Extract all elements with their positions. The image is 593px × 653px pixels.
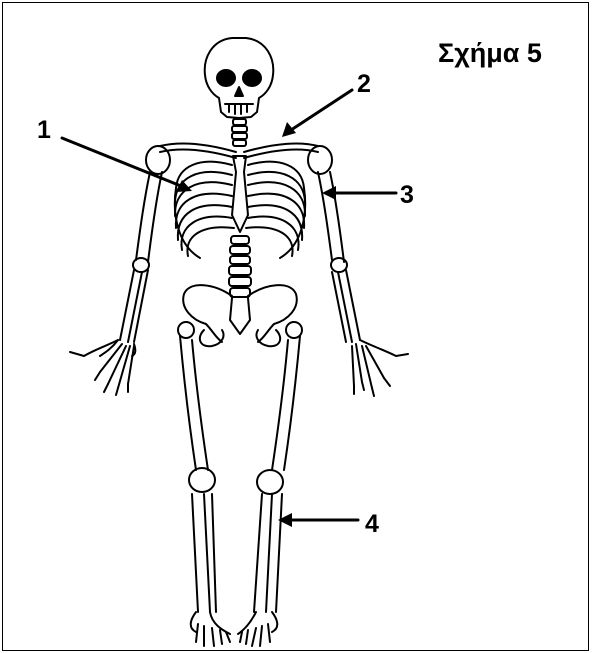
- sternum: [232, 156, 248, 232]
- label-3: 3: [400, 183, 414, 208]
- right-leg: [238, 336, 300, 646]
- right-arm: [318, 172, 408, 396]
- arrow-3-head: [322, 186, 336, 200]
- skull: [205, 38, 274, 118]
- left-leg: [180, 336, 230, 646]
- pelvis: [178, 285, 302, 346]
- label-1: 1: [37, 118, 51, 143]
- left-arm: [70, 172, 162, 395]
- label-2: 2: [357, 72, 371, 97]
- lumbar-spine: [229, 236, 251, 297]
- figure-title: Σχήμα 5: [438, 40, 542, 67]
- cervical-spine: [232, 119, 247, 146]
- clavicles: [146, 144, 332, 174]
- label-4: 4: [365, 512, 379, 537]
- arrow-2: [288, 90, 352, 132]
